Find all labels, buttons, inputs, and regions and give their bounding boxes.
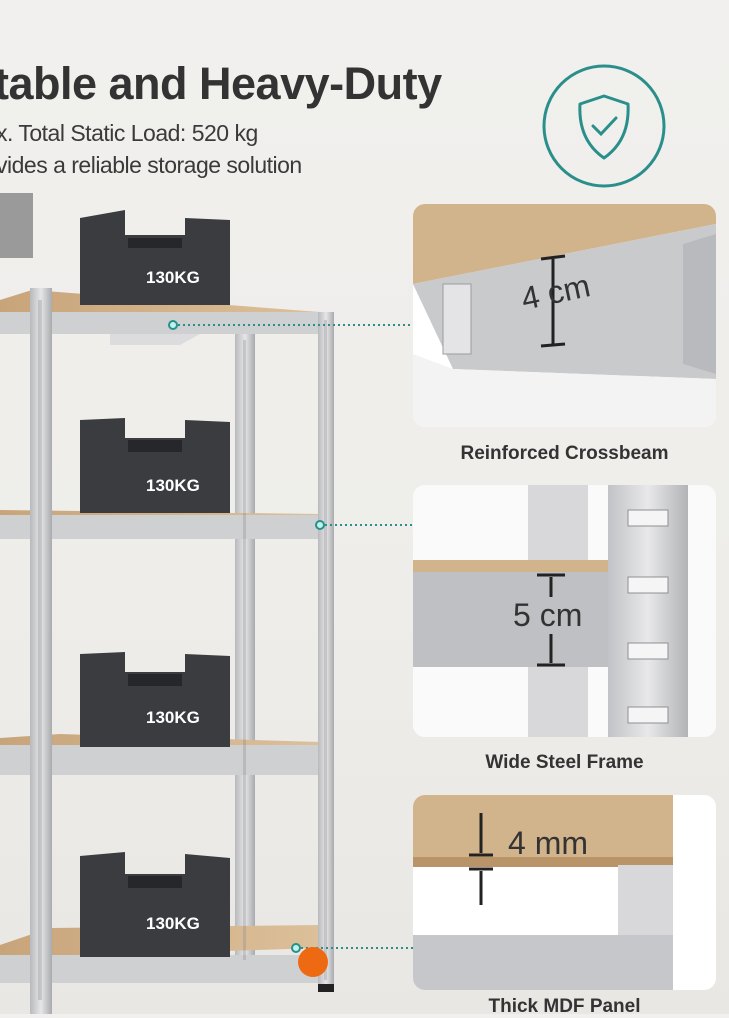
weight-block: 130KG bbox=[80, 210, 230, 310]
shelving-unit bbox=[0, 288, 413, 1014]
orange-marker bbox=[298, 947, 328, 977]
headline: table and Heavy-Duty bbox=[0, 58, 442, 109]
subtitle-line-1: x. Total Static Load: 520 kg bbox=[0, 120, 258, 146]
feature-caption: Wide Steel Frame bbox=[485, 752, 644, 773]
measurement-label: 4 mm bbox=[508, 825, 588, 861]
feature-caption: Reinforced Crossbeam bbox=[460, 443, 669, 464]
measurement-label: 5 cm bbox=[513, 597, 583, 634]
feature-panel-frame: 5 cm bbox=[413, 485, 716, 737]
gray-tab bbox=[0, 193, 33, 258]
weight-label: 130KG bbox=[146, 476, 200, 495]
weight-label: 130KG bbox=[146, 708, 200, 727]
weight-block: 130KG bbox=[80, 652, 230, 752]
weight-block: 130KG bbox=[80, 852, 230, 962]
weight-block: 130KG bbox=[80, 418, 230, 518]
weight-label: 130KG bbox=[146, 914, 200, 933]
feature-panel-crossbeam: 4 cm bbox=[413, 204, 716, 427]
shield-check-icon bbox=[542, 64, 666, 188]
feature-panel-mdf: 4 mm bbox=[413, 795, 716, 990]
subtitle-line-2: vides a reliable storage solution bbox=[0, 152, 302, 178]
feature-caption: Thick MDF Panel bbox=[488, 996, 641, 1017]
weight-label: 130KG bbox=[146, 268, 200, 287]
shelf bbox=[0, 510, 322, 539]
